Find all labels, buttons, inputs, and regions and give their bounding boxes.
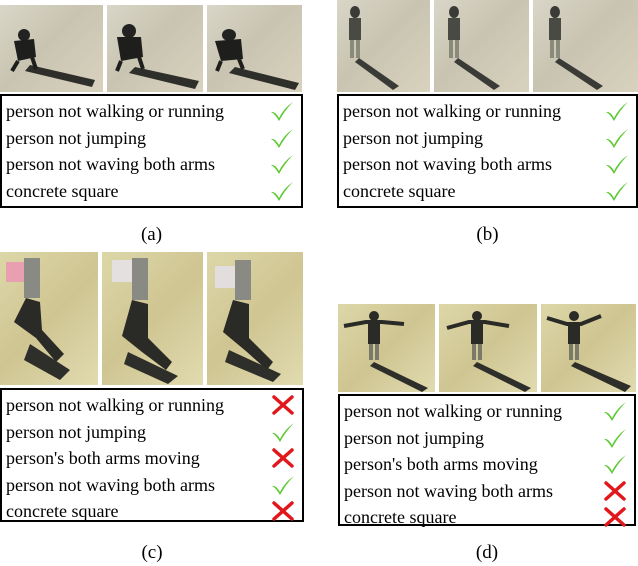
check-icon [272, 475, 294, 495]
panel-d-attribute-box: person not walking or running person not … [338, 394, 636, 527]
attribute-label: concrete square [6, 501, 119, 521]
video-frame [107, 5, 203, 92]
attribute-row: person not jumping [344, 425, 628, 452]
person-figure-image [10, 29, 95, 87]
video-frame [102, 252, 203, 385]
attribute-label: person's both arms moving [344, 454, 538, 474]
check-icon [606, 155, 628, 175]
video-frame [533, 0, 638, 92]
attribute-row: person not waving both arms [6, 151, 295, 178]
video-frame [207, 5, 302, 92]
attribute-label: person not jumping [344, 427, 484, 448]
attribute-label: person not walking or running [343, 101, 561, 121]
video-frame [207, 252, 303, 385]
panel-c-caption: (c) [141, 542, 163, 563]
attribute-row: concrete square [6, 178, 295, 205]
person-figure-image [6, 258, 70, 380]
attribute-label: person not waving both arms [344, 480, 553, 501]
attribute-label: person not waving both arms [343, 154, 552, 174]
panel-b-frames [337, 0, 638, 92]
attribute-row: person not waving both arms [6, 472, 296, 499]
check-icon [606, 181, 628, 201]
attribute-label: person not waving both arms [6, 154, 215, 174]
attribute-row: person not jumping [6, 125, 295, 152]
check-icon [272, 422, 294, 442]
check-icon [271, 155, 293, 175]
attribute-row: person not waving both arms [343, 151, 630, 178]
attribute-label: person not walking or running [6, 101, 224, 121]
panel-b-attribute-box: person not walking or running person not … [337, 94, 638, 208]
attribute-row: concrete square [344, 504, 628, 531]
attribute-row: person not walking or running [6, 392, 296, 419]
attribute-list: person not walking or running person not … [343, 98, 630, 204]
person-figure-image [115, 24, 199, 89]
panel-a-attribute-box: person not walking or running person not … [0, 94, 303, 208]
video-frame [337, 0, 430, 92]
person-figure-image [215, 29, 299, 90]
attribute-row: person not walking or running [6, 98, 295, 125]
person-figure-image [215, 260, 281, 382]
panel-c-frames [0, 252, 303, 385]
video-frame [0, 5, 103, 92]
person-figure-image [343, 311, 428, 392]
attribute-list: person not walking or running person not … [344, 398, 628, 531]
video-frame [541, 304, 636, 392]
attribute-list: person not walking or running person not … [6, 392, 296, 525]
attribute-label: person not jumping [6, 127, 146, 148]
attribute-label: person not walking or running [6, 395, 224, 415]
attribute-label: person's both arms moving [6, 448, 200, 468]
video-frame [338, 304, 435, 392]
video-frame [439, 304, 537, 392]
cross-icon [604, 481, 626, 501]
attribute-row: person's both arms moving [344, 451, 628, 478]
attribute-label: concrete square [6, 180, 119, 201]
panel-b-caption: (b) [476, 224, 499, 245]
attribute-row: person not walking or running [344, 398, 628, 425]
check-icon [271, 128, 293, 148]
attribute-label: concrete square [343, 180, 456, 201]
check-icon [271, 181, 293, 201]
check-icon [271, 102, 293, 122]
person-figure-image [112, 258, 178, 384]
cross-icon [604, 507, 626, 527]
panel-a-caption: (a) [140, 224, 163, 245]
check-icon [606, 128, 628, 148]
attribute-row: concrete square [343, 178, 630, 205]
person-figure-image [349, 6, 399, 90]
person-figure-image [549, 6, 603, 90]
check-icon [606, 102, 628, 122]
check-icon [604, 455, 626, 475]
person-figure-image [446, 311, 531, 392]
attribute-list: person not walking or running person not … [6, 98, 295, 204]
video-frame [0, 252, 98, 385]
attribute-label: person not jumping [6, 421, 146, 442]
attribute-row: person not jumping [6, 419, 296, 446]
attribute-row: person not jumping [343, 125, 630, 152]
check-icon [604, 402, 626, 422]
cross-icon [272, 501, 294, 521]
person-figure-image [546, 311, 631, 392]
cross-icon [272, 448, 294, 468]
panel-d-caption: (d) [475, 542, 499, 563]
check-icon [604, 428, 626, 448]
attribute-row: person not waving both arms [344, 478, 628, 505]
attribute-row: person not walking or running [343, 98, 630, 125]
attribute-label: person not walking or running [344, 401, 562, 421]
panel-c-attribute-box: person not walking or running person not … [0, 388, 304, 522]
panel-a-frames [0, 5, 302, 92]
attribute-label: person not waving both arms [6, 474, 215, 495]
panel-d-frames [338, 304, 636, 392]
video-frame [434, 0, 529, 92]
attribute-label: person not jumping [343, 127, 483, 148]
person-figure-image [448, 6, 500, 90]
attribute-label: concrete square [344, 507, 457, 527]
attribute-row: person's both arms moving [6, 445, 296, 472]
cross-icon [272, 395, 294, 415]
attribute-row: concrete square [6, 498, 296, 525]
